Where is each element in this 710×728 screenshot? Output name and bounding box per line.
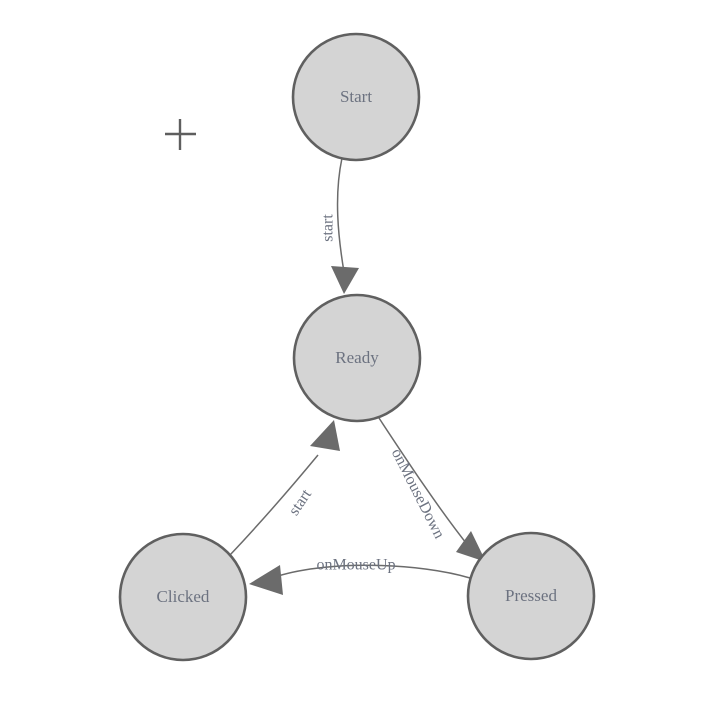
arrowhead-pressed-to-clicked <box>249 565 283 595</box>
edge-clicked-to-ready[interactable]: start <box>229 420 340 556</box>
edge-path-clicked-to-ready <box>229 454 319 556</box>
node-shape-start <box>291 32 421 162</box>
edge-path-pressed-to-clicked <box>277 564 471 579</box>
arrowhead-start-to-ready <box>331 266 359 294</box>
edge-start-to-ready[interactable]: start <box>320 157 359 294</box>
node-shape-clicked <box>118 532 248 662</box>
edge-pressed-to-clicked[interactable]: onMouseUp <box>249 557 471 595</box>
node-shape-ready <box>292 293 422 423</box>
arrowhead-ready-to-pressed <box>456 531 486 562</box>
edge-path-ready-to-pressed <box>376 414 471 549</box>
edge-label-start-to-ready: start <box>320 214 337 242</box>
arrowhead-clicked-to-ready <box>310 420 340 451</box>
plus-marker[interactable] <box>165 119 196 150</box>
nodes-layer: Start Ready Clicked Pressed <box>118 32 596 662</box>
node-start[interactable]: Start <box>291 32 421 162</box>
edge-label-ready-to-pressed: onMouseDown <box>388 446 448 542</box>
edge-path-start-to-ready <box>336 157 345 273</box>
node-shape-pressed <box>466 531 596 661</box>
node-ready[interactable]: Ready <box>292 293 422 423</box>
node-clicked[interactable]: Clicked <box>118 532 248 662</box>
edge-label-clicked-to-ready: start <box>286 486 316 519</box>
node-pressed[interactable]: Pressed <box>466 531 596 661</box>
edge-ready-to-pressed[interactable]: onMouseDown <box>376 414 486 562</box>
